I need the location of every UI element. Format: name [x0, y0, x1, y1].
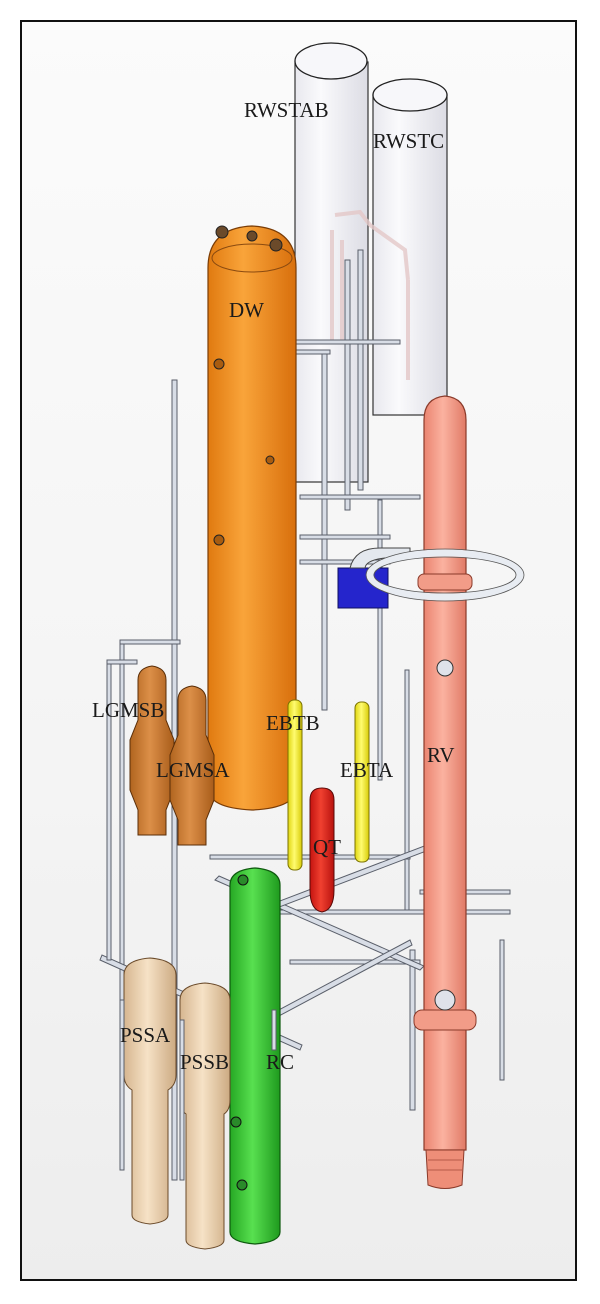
label-rv: RV — [427, 743, 455, 767]
label-rwstc: RWSTC — [373, 129, 445, 153]
label-lgmsb: LGMSB — [92, 698, 165, 722]
label-ebtb: EBTB — [266, 711, 320, 735]
rv-pipe-ring-outline — [365, 548, 525, 602]
rwst-internal-piping — [330, 209, 410, 380]
foreground-pipes — [106, 659, 277, 1181]
pssa-vessel — [123, 957, 177, 1225]
label-dw: DW — [229, 298, 264, 322]
pssb-vessel — [179, 982, 231, 1250]
rc-vessel — [229, 867, 281, 1245]
ebtb-column — [287, 699, 303, 871]
dw-vessel — [207, 225, 297, 811]
label-rc: RC — [266, 1050, 295, 1074]
rv-vessel — [413, 395, 477, 1189]
label-ebta: EBTA — [340, 758, 394, 782]
rv-pipe-ring — [366, 549, 524, 601]
label-lgmsa: LGMSA — [156, 758, 230, 782]
lgmsa-separator — [169, 685, 215, 846]
label-pssa: PSSA — [120, 1023, 171, 1047]
label-qt: QT — [313, 835, 341, 859]
label-pssb: PSSB — [180, 1050, 230, 1074]
qt-tank — [309, 787, 335, 913]
label-rwstab: RWSTAB — [244, 98, 329, 122]
lgmsb-separator — [129, 665, 175, 836]
ebta-column — [354, 701, 370, 863]
